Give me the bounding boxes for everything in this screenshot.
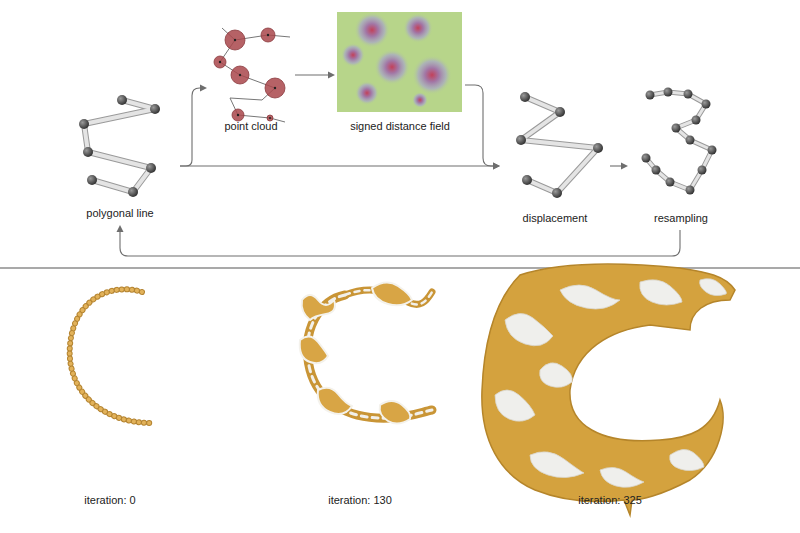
resampling-figure xyxy=(642,88,717,195)
flow-line xyxy=(180,165,494,166)
flow-line xyxy=(610,165,622,166)
iteration-label: iteration: 0 xyxy=(84,494,135,507)
arrow-head xyxy=(117,225,124,232)
growth-iteration-0 xyxy=(70,289,150,423)
pipeline-stage: displacement xyxy=(500,90,610,230)
point-cloud-figure xyxy=(214,28,290,122)
flow-line xyxy=(180,88,201,166)
stage-caption: resampling xyxy=(654,212,708,225)
distance-field-figure xyxy=(337,12,462,112)
growth-iteration-130 xyxy=(300,282,432,423)
arrow-head xyxy=(200,85,207,92)
pipeline-stage: point cloud xyxy=(207,20,295,138)
pipeline-stage: resampling xyxy=(628,85,734,230)
arrow-head xyxy=(493,163,500,170)
flow-arrow xyxy=(295,72,335,79)
arrow-head xyxy=(621,163,628,170)
flow-arrow xyxy=(465,85,500,170)
flow-arrow xyxy=(180,163,500,170)
growth-iteration-325 xyxy=(482,264,735,515)
arrow-head xyxy=(493,163,500,170)
polyline-figure xyxy=(79,95,160,197)
stage-caption: polygonal line xyxy=(86,207,153,220)
stage-caption: displacement xyxy=(523,212,588,225)
pipeline-stage: polygonal line xyxy=(60,90,180,225)
iteration-label: iteration: 130 xyxy=(328,494,392,507)
flow-arrow xyxy=(117,225,681,256)
flow-line xyxy=(120,230,680,256)
flow-line xyxy=(295,74,329,75)
arrow-head xyxy=(328,72,335,79)
iteration-label: iteration: 325 xyxy=(578,494,642,507)
stage-caption: signed distance field xyxy=(350,120,450,133)
pipeline-stage: signed distance field xyxy=(335,10,465,138)
displacement-figure xyxy=(516,92,603,198)
stage-caption: point cloud xyxy=(224,120,277,133)
flow-line xyxy=(465,85,494,166)
flow-arrow xyxy=(610,163,628,170)
flow-arrow xyxy=(180,85,207,167)
